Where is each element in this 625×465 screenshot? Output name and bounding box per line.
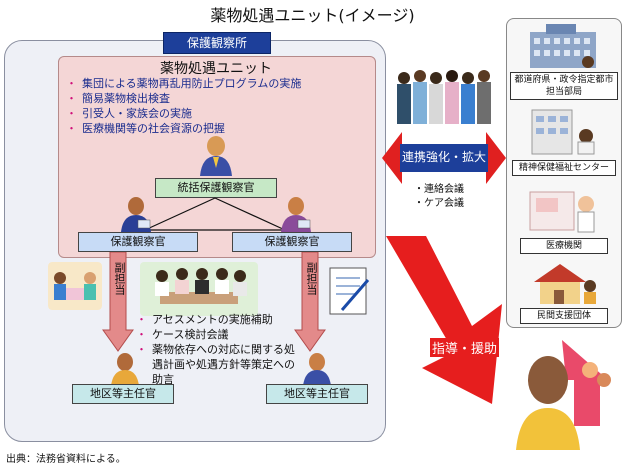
officer-right-person-icon <box>281 197 311 232</box>
district-left-person-icon <box>111 353 139 386</box>
support-bullet: ・ケース検討会議 <box>136 328 229 341</box>
sub-assign-right-label: 副担当 <box>305 262 318 295</box>
supervisor-box: 統括保護観察官 <box>155 178 277 198</box>
sub-assign-left-label: 副担当 <box>113 262 126 295</box>
sub-assign-right-arrow <box>294 252 326 352</box>
unit-bullet: ・医療機関等の社会資源の把握 <box>66 122 225 135</box>
support-bullet-list: ・アセスメントの実施補助 ・ケース検討会議 ・薬物依存への対応に関する処遇計画や… <box>136 312 306 387</box>
counseling-photo-icon <box>48 262 102 310</box>
support-bullet: ・薬物依存への対応に関する処遇計画や処遇方針等策定への助言 <box>136 343 295 386</box>
entity-mental-health-label: 精神保健福祉センター <box>512 160 616 176</box>
private-support-house-icon <box>534 264 596 304</box>
supervisor-person-icon <box>200 136 232 176</box>
entity-medical-label: 医療機関 <box>520 238 608 254</box>
officer-right-box: 保護観察官 <box>232 232 352 252</box>
district-right-box: 地区等主任官 <box>266 384 368 404</box>
guidance-label: 指導・援助 <box>430 338 500 357</box>
support-bullet: ・アセスメントの実施補助 <box>136 313 273 326</box>
unit-bullet: ・簡易薬物検出検査 <box>66 92 170 105</box>
district-right-person-icon <box>303 353 331 386</box>
unit-bullet-list: ・集団による薬物再乱用防止プログラムの実施 ・簡易薬物検出検査 ・引受人・家族会… <box>66 76 366 136</box>
entity-prefecture-label: 都道府県・政令指定都市担当部局 <box>510 72 618 100</box>
people-group-icon <box>397 70 491 124</box>
source-note: 出典：法務省資料による。 <box>6 454 126 465</box>
sub-assign-left-arrow <box>102 252 134 352</box>
district-left-box: 地区等主任官 <box>72 384 174 404</box>
drug-unit-panel <box>58 56 376 258</box>
group-meeting-photo-icon <box>140 262 258 316</box>
document-icon <box>329 267 370 315</box>
client-person-icon <box>516 340 611 450</box>
entity-private-support-label: 民間支援団体 <box>520 308 608 324</box>
officer-connector-lines <box>144 197 286 231</box>
drug-unit-title: 薬物処遇ユニット <box>160 61 272 77</box>
care-meeting-note: ・ケア会議 <box>414 198 464 209</box>
diagram-title: 薬物処遇ユニット(イメージ) <box>210 6 415 25</box>
guidance-arrow <box>386 236 502 404</box>
unit-bullet: ・集団による薬物再乱用防止プログラムの実施 <box>66 77 302 90</box>
mental-health-center-icon <box>531 109 595 155</box>
liaison-meeting-note: ・連絡会議 <box>414 184 464 195</box>
government-building-icon <box>530 24 596 68</box>
unit-bullet: ・引受人・家族会の実施 <box>66 107 192 120</box>
officer-left-person-icon <box>121 197 151 232</box>
medical-institution-icon <box>529 191 595 233</box>
officer-left-box: 保護観察官 <box>78 232 198 252</box>
probation-office-label: 保護観察所 <box>163 32 271 54</box>
collaboration-label: 連携強化・拡大 <box>400 144 488 172</box>
